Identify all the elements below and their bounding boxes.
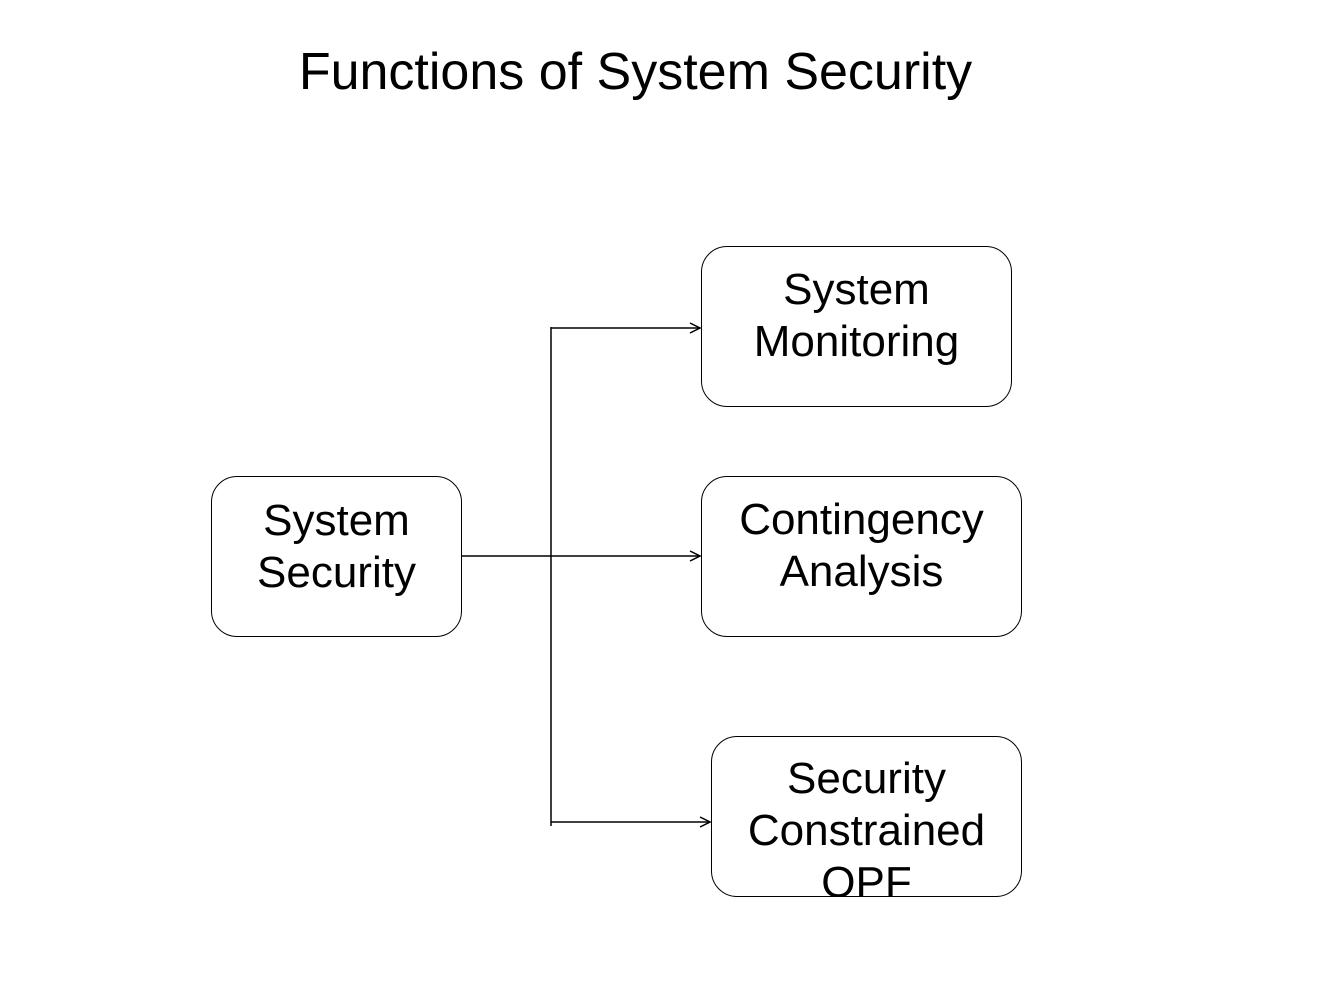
node-label-line: Constrained bbox=[747, 806, 986, 855]
node-label-line: Analysis bbox=[779, 547, 944, 596]
node-label-line: OPF bbox=[821, 858, 912, 897]
node-system-security: System Security bbox=[211, 476, 462, 637]
node-contingency-analysis: Contingency Analysis bbox=[701, 476, 1022, 637]
diagram-title: Functions of System Security bbox=[298, 43, 973, 101]
node-label-line: Contingency bbox=[739, 495, 984, 544]
node-label-line: Security bbox=[257, 548, 416, 597]
node-system-monitoring: System Monitoring bbox=[701, 246, 1012, 407]
node-label-line: System bbox=[783, 265, 930, 314]
node-label-line: System bbox=[263, 496, 410, 545]
node-label-line: Monitoring bbox=[753, 317, 960, 366]
node-security-constrained-opf: Security Constrained OPF bbox=[711, 736, 1022, 897]
node-label-line: Security bbox=[787, 754, 946, 803]
